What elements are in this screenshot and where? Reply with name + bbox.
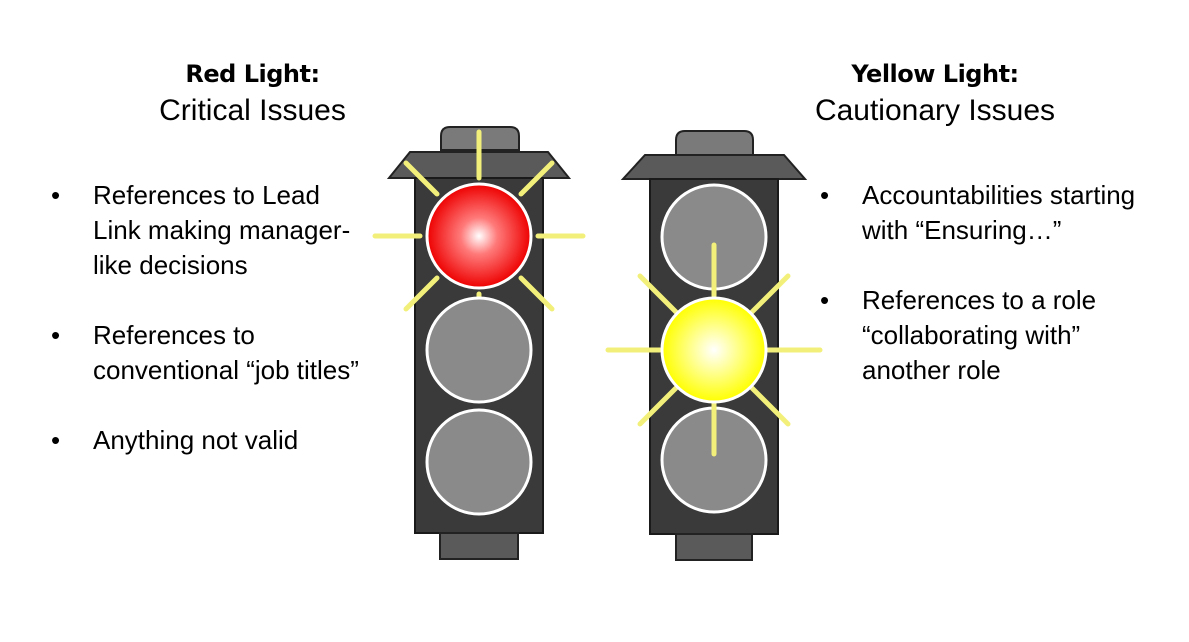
bullet-icon: • — [51, 425, 61, 455]
yellow-light-title: Yellow Light: — [851, 60, 1019, 88]
yellow-issues-list: • Accountabilities starting with “Ensurin… — [820, 178, 1150, 423]
red-traffic-light-icon — [372, 126, 586, 560]
lamp-off — [425, 296, 533, 404]
list-item: • References to a role “collaborating wit… — [820, 283, 1150, 388]
red-light-title: Red Light: — [185, 60, 320, 88]
bullet-icon: • — [51, 320, 61, 350]
list-item-text: References to conventional “job titles” — [93, 320, 359, 385]
bullet-icon: • — [51, 180, 61, 210]
bullet-icon: • — [820, 285, 830, 315]
list-item: • Accountabilities starting with “Ensurin… — [820, 178, 1150, 248]
yellow-light-heading: Yellow Light: Cautionary Issues — [790, 60, 1080, 128]
yellow-light-subtitle: Cautionary Issues — [814, 94, 1056, 127]
yellow-lamp-lit — [660, 296, 768, 404]
red-light-heading: Red Light: Critical Issues — [130, 60, 375, 128]
bullet-icon: • — [820, 180, 830, 210]
red-light-subtitle: Critical Issues — [159, 94, 346, 127]
list-item: • References to Lead Link making manager-… — [51, 178, 371, 283]
red-issues-list: • References to Lead Link making manager-… — [51, 178, 371, 493]
list-item: • Anything not valid — [51, 423, 371, 458]
list-item-text: Anything not valid — [93, 425, 299, 455]
list-item-text: Accountabilities starting with “Ensuring… — [862, 180, 1136, 245]
lamp-off — [425, 408, 533, 516]
list-item-text: References to Lead Link making manager-l… — [93, 180, 351, 280]
yellow-traffic-light-icon — [605, 130, 823, 561]
glow-rays — [605, 242, 823, 457]
list-item-text: References to a role “collaborating with… — [862, 285, 1097, 385]
red-lamp-lit — [425, 182, 533, 290]
list-item: • References to conventional “job titles” — [51, 318, 371, 388]
